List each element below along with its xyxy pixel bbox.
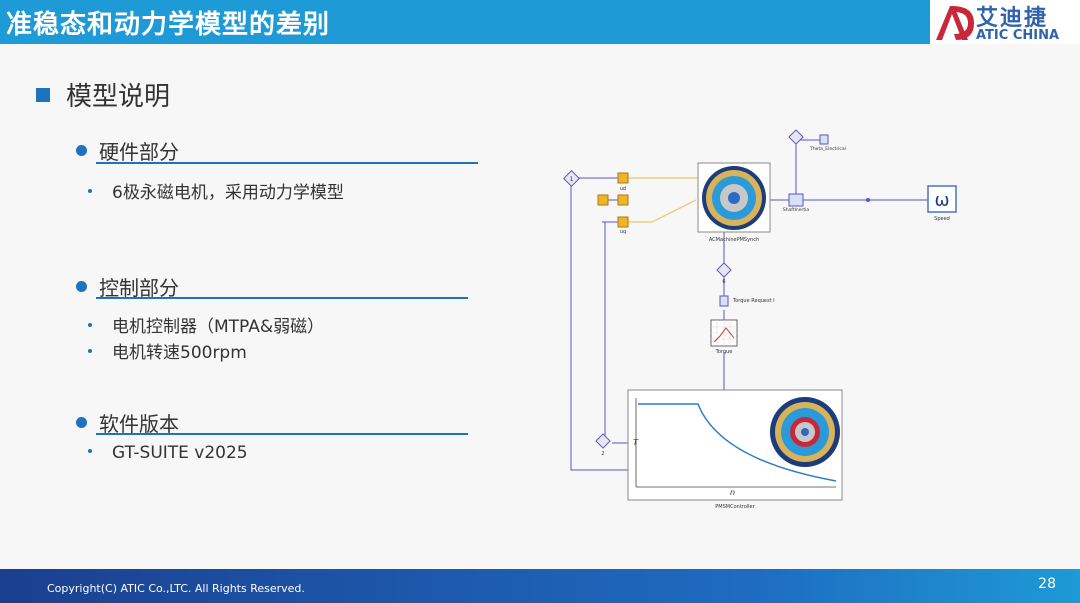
section-heading: 模型说明: [36, 76, 170, 113]
node-1-label: 1: [570, 176, 574, 183]
n-axis-label: n: [730, 488, 735, 497]
bullet-dot-icon: [88, 449, 92, 453]
model-diagram: 1 ud uq ACMachinePMSynch Theta_Electrica…: [563, 129, 957, 510]
node-6-label: 6: [722, 279, 725, 285]
list-item: 电机转速500rpm: [88, 338, 247, 363]
heading-software: 软件版本: [76, 408, 179, 437]
list-item-text: 电机转速500rpm: [112, 343, 247, 363]
theta-sensor[interactable]: Theta_Electrical: [788, 129, 846, 152]
list-item-text: 电机控制器（MTPA&弱磁）: [112, 317, 325, 337]
round-bullet-icon: [76, 145, 87, 156]
machine-label: ACMachinePMSynch: [709, 237, 759, 243]
signal-node-6[interactable]: 6: [716, 262, 732, 285]
shaft-inertia[interactable]: ShaftInertia: [783, 193, 810, 213]
heading-control: 控制部分: [76, 272, 179, 301]
omega-icon: ω: [934, 190, 949, 211]
heading-hardware: 硬件部分: [76, 136, 179, 165]
section-heading-text: 模型说明: [66, 82, 171, 112]
theta-label: Theta_Electrical: [809, 146, 846, 152]
heading-hardware-text: 硬件部分: [99, 140, 179, 164]
torque-request-label: Torque Request I: [732, 298, 775, 304]
slide-title: 准稳态和动力学模型的差别: [6, 10, 331, 40]
signal-node-1[interactable]: 1: [563, 170, 580, 187]
logo-mark-icon: [936, 6, 974, 40]
speed-label: Speed: [934, 216, 950, 222]
port-mid[interactable]: [597, 194, 629, 206]
torque-plot[interactable]: Torque: [710, 319, 738, 355]
list-item: GT-SUITE v2025: [88, 443, 248, 463]
port-uq[interactable]: uq: [617, 216, 629, 235]
list-item-text: 6极永磁电机，采用动力学模型: [112, 183, 344, 203]
bullet-dot-icon: [88, 323, 92, 327]
torque-request[interactable]: Torque Request I: [719, 295, 775, 307]
logo-name: 艾迪捷: [976, 6, 1049, 31]
port-ud-label: ud: [620, 186, 626, 192]
node-2-label: 2: [601, 451, 604, 457]
square-bullet-icon: [36, 88, 50, 102]
footer-bar: Copyright(C) ATIC Co.,LTC. All Rights Re…: [0, 569, 1080, 603]
heading-underline: [96, 162, 478, 164]
speed-block[interactable]: ω Speed: [927, 185, 957, 222]
t-axis-label: T: [633, 438, 639, 447]
list-item: 6极永磁电机，采用动力学模型: [88, 178, 344, 203]
controller-block[interactable]: T n PMSMController: [627, 389, 843, 510]
machine-block[interactable]: ACMachinePMSynch: [697, 162, 771, 243]
port-uq-label: uq: [620, 229, 626, 235]
torque-label: Torque: [715, 349, 733, 355]
signal-node-2[interactable]: 2: [595, 433, 611, 457]
logo-subtitle: ATIC CHINA: [976, 28, 1060, 43]
port-ud[interactable]: ud: [617, 172, 629, 192]
bullet-dot-icon: [88, 189, 92, 193]
shaft-label: ShaftInertia: [783, 207, 810, 213]
heading-underline: [96, 433, 468, 435]
list-item-text: GT-SUITE v2025: [112, 443, 248, 463]
list-item: 电机控制器（MTPA&弱磁）: [88, 312, 324, 337]
bullet-dot-icon: [88, 349, 92, 353]
heading-control-text: 控制部分: [99, 276, 179, 300]
round-bullet-icon: [76, 417, 87, 428]
heading-software-text: 软件版本: [99, 412, 179, 436]
connection-wires: [628, 177, 700, 223]
controller-label: PMSMController: [715, 504, 755, 510]
round-bullet-icon: [76, 281, 87, 292]
copyright-text: Copyright(C) ATIC Co.,LTC. All Rights Re…: [47, 582, 305, 595]
company-logo: 艾迪捷 ATIC CHINA: [930, 0, 1080, 44]
heading-underline: [96, 297, 468, 299]
title-bar: 准稳态和动力学模型的差别 艾迪捷 ATIC CHINA: [0, 0, 1080, 44]
wire-junction: [866, 198, 870, 202]
page-number: 28: [1038, 576, 1056, 592]
